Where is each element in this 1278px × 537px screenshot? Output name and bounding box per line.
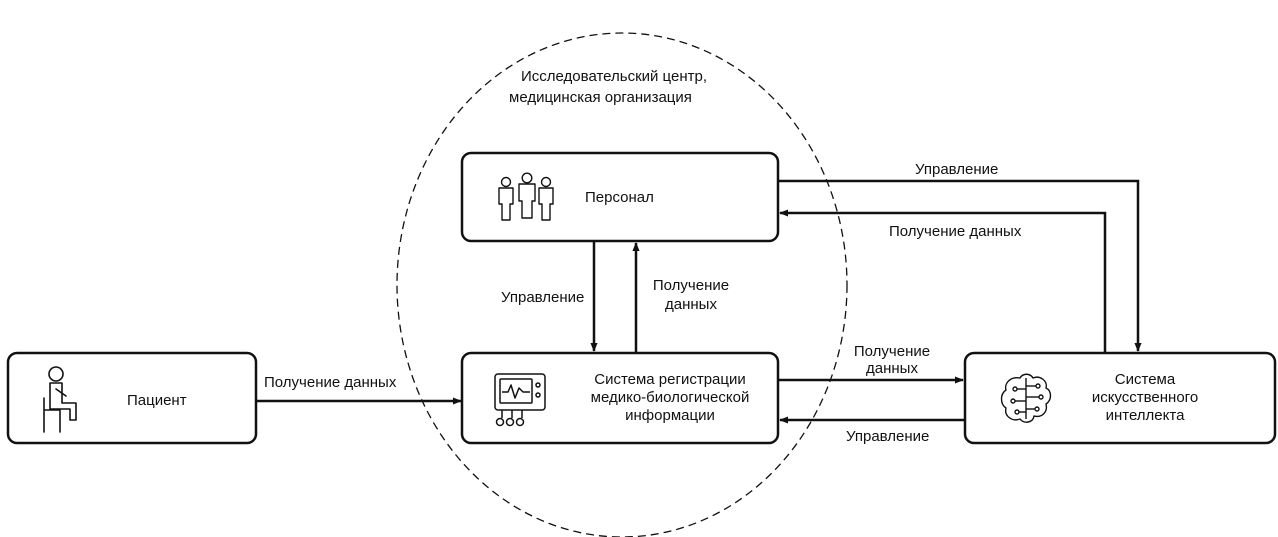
edge-label-registration-to-ai-line2: данных: [866, 360, 918, 377]
edge-label-registration-to-ai-line1: Получение: [853, 343, 931, 360]
ai-label-line2: искусственного: [1091, 389, 1199, 406]
arrow-ai-to-staff: [779, 209, 1107, 353]
patient-label: Пациент: [127, 392, 187, 409]
edge-label-registration-to-staff-line2: данных: [665, 296, 717, 313]
arrow-staff-to-ai: [778, 179, 1142, 352]
edge-label-staff-to-ai: Управление: [915, 161, 999, 178]
edge-label-ai-to-registration: Управление: [846, 428, 930, 445]
ai-label-line3: интеллекта: [1105, 407, 1185, 424]
people-group-icon: [498, 172, 554, 221]
staff-label: Персонал: [585, 189, 654, 206]
edge-label-ai-to-staff: Получение данных: [889, 223, 1022, 240]
medical-monitor-icon: [494, 373, 546, 427]
brain-circuit-icon: [1000, 373, 1052, 423]
registration-box: [460, 351, 780, 445]
ai-box: [963, 351, 1277, 445]
region-title-line1: Исследовательский центр,: [521, 68, 707, 85]
registration-label-line1: Система регистрации: [594, 371, 746, 388]
region-title-line2: медицинская организация: [509, 89, 692, 106]
registration-label-line2: медико-биологической: [590, 389, 750, 406]
staff-box: [460, 151, 780, 243]
seated-person-icon: [43, 366, 77, 433]
edge-label-registration-to-staff-line1: Получение: [652, 277, 730, 294]
edge-label-patient-to-registration: Получение данных: [264, 374, 397, 391]
organization-boundary: [396, 32, 848, 537]
registration-label-line3: информации: [625, 407, 715, 424]
edge-label-staff-to-registration: Управление: [501, 289, 585, 306]
ai-label-line1: Система: [1114, 371, 1176, 388]
